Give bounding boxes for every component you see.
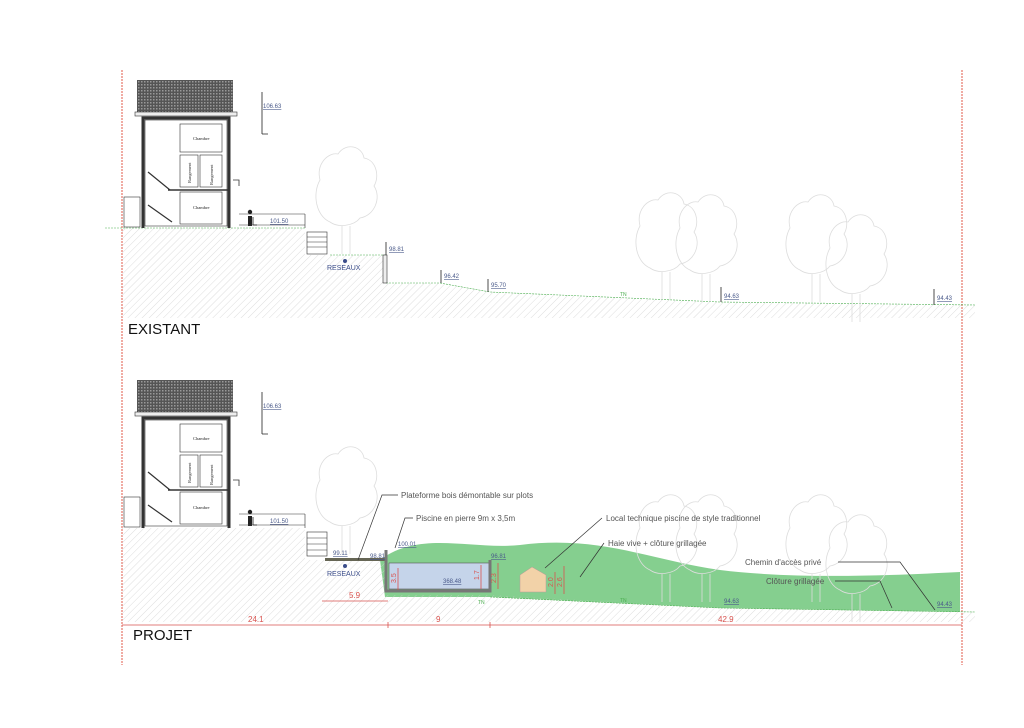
- level-marker: 98.81: [389, 247, 405, 253]
- annotation-path: Chemin d'accès privé: [745, 558, 822, 567]
- dimension-c: 42.9: [718, 615, 734, 624]
- tn-label: TN: [620, 598, 627, 604]
- level-marker: 101.50: [270, 219, 289, 225]
- room-label: Rangement: [209, 164, 214, 185]
- section-title-existant: EXISTANT: [128, 321, 200, 338]
- level-marker: 98.81: [370, 554, 386, 560]
- annotation-local: Local technique piscine de style traditi…: [606, 514, 761, 523]
- level-marker: 95.70: [491, 283, 507, 289]
- room-label: Rangement: [187, 162, 192, 183]
- annotation-fence: Clôture grillagée: [766, 577, 825, 586]
- wood-platform: [325, 558, 385, 561]
- room-label: Rangement: [209, 464, 214, 485]
- room-label: Rangement: [187, 462, 192, 483]
- reseaux-label: RESEAUX: [327, 265, 361, 272]
- ground-hatch: [122, 228, 975, 318]
- terrain-line: [489, 596, 976, 613]
- level-marker: 368.48: [443, 579, 462, 585]
- reseaux-label: RESEAUX: [327, 571, 361, 578]
- dimension-a: 24.1: [248, 615, 264, 624]
- local-height-dim: 2.0: [548, 577, 555, 587]
- level-marker: 94.63: [724, 294, 740, 300]
- level-marker: 96.81: [491, 554, 507, 560]
- house-section: [122, 378, 307, 530]
- level-marker: 94.43: [937, 602, 953, 608]
- water-depth-dim: 1.7: [474, 570, 481, 580]
- section-title-projet: PROJET: [133, 627, 192, 644]
- dimension-deck: 5.9: [349, 591, 361, 600]
- local-height-dim: 2.6: [557, 577, 564, 587]
- section-projet: Chambre Rangement Rangement Chambre 106.…: [122, 378, 976, 644]
- room-label: Chambre: [193, 205, 210, 210]
- tn-label: TN: [478, 600, 485, 606]
- house-section: [122, 78, 307, 230]
- pool-walls: [384, 550, 492, 593]
- level-marker: 106.63: [263, 404, 282, 410]
- level-marker: 99.11: [333, 551, 348, 557]
- level-marker: 106.63: [263, 104, 282, 110]
- tn-label: TN: [620, 292, 627, 298]
- retaining-wall: [382, 254, 388, 284]
- dimension-b: 9: [436, 615, 441, 624]
- local-technique: [519, 566, 547, 593]
- annotation-hedge: Haie vive + clôture grillagée: [608, 539, 707, 548]
- ground-hatch: [122, 528, 975, 622]
- level-marker: 100.01: [398, 542, 417, 548]
- room-label: Chambre: [193, 136, 210, 141]
- section-existant: Chambre Rangement Rangement Chambre 106.…: [105, 78, 976, 338]
- annotation-platform: Plateforme bois démontable sur plots: [401, 491, 533, 500]
- stairs: [306, 231, 328, 255]
- level-marker: 94.43: [937, 296, 953, 302]
- pool-depth-dim: 3.5: [391, 573, 398, 583]
- room-label: Chambre: [193, 436, 210, 441]
- level-marker: 101.50: [270, 519, 289, 525]
- level-marker: 94.63: [724, 599, 740, 605]
- annotation-pool: Piscine en pierre 9m x 3,5m: [416, 514, 515, 523]
- room-label: Chambre: [193, 505, 210, 510]
- level-marker: 96.42: [444, 274, 460, 280]
- pool: [388, 562, 490, 590]
- pool-right-dim: 2.3: [491, 573, 498, 583]
